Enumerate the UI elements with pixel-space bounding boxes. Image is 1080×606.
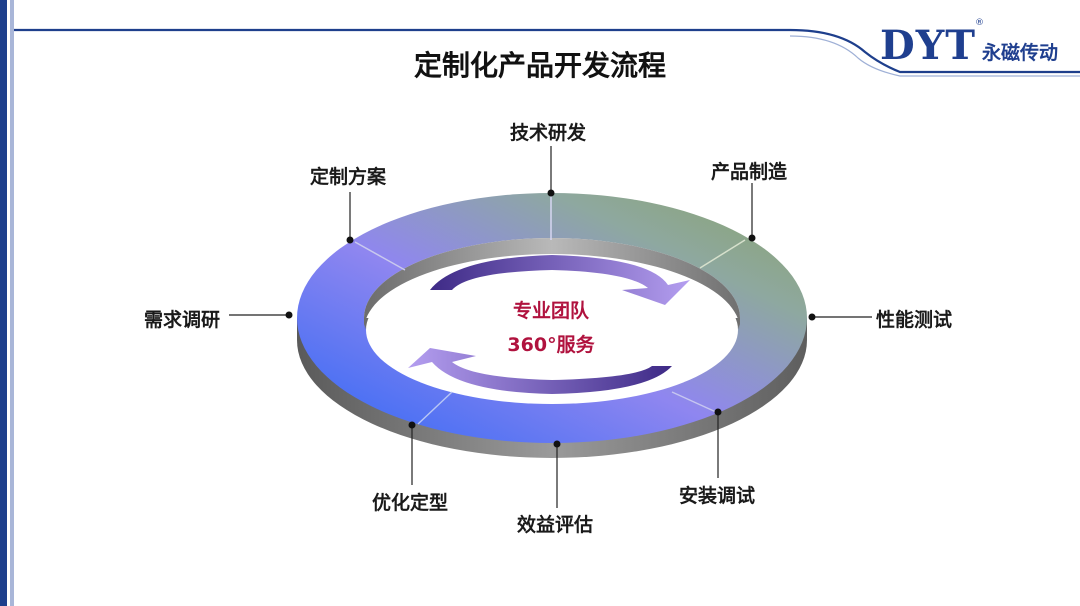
left-border-line bbox=[10, 0, 14, 606]
step-label-manufacturing: 产品制造 bbox=[711, 161, 788, 183]
step-dot-manufacturing bbox=[748, 234, 756, 242]
step-label-tech-rnd: 技术研发 bbox=[510, 122, 587, 144]
step-label-optimize: 优化定型 bbox=[372, 492, 449, 514]
step-label-custom-solution: 定制方案 bbox=[310, 166, 387, 188]
step-dot-optimize bbox=[408, 421, 416, 429]
header-line-thin bbox=[789, 35, 1080, 77]
left-border-bar bbox=[0, 0, 7, 606]
step-label-benefit-eval: 效益评估 bbox=[517, 514, 594, 536]
step-dot-custom-solution bbox=[346, 236, 354, 244]
brand-logo-mark: DYT bbox=[880, 22, 977, 69]
step-label-performance-test: 性能测试 bbox=[876, 309, 953, 331]
step-label-requirement-research: 需求调研 bbox=[144, 309, 221, 331]
cycle-arrow-top bbox=[430, 255, 690, 305]
center-text-line1: 专业团队 bbox=[512, 300, 589, 322]
ring-inner-wall bbox=[364, 238, 740, 330]
brand-registered-mark: ® bbox=[975, 18, 984, 28]
segment-divider bbox=[699, 239, 746, 269]
step-dot-tech-rnd bbox=[547, 189, 555, 197]
cycle-arrow-bottom bbox=[408, 348, 672, 394]
brand-name: 永磁传动 bbox=[982, 42, 1059, 64]
step-dot-performance-test bbox=[808, 313, 816, 321]
step-label-install-debug: 安装调试 bbox=[679, 485, 756, 507]
step-dot-install-debug bbox=[714, 408, 722, 416]
header-line bbox=[14, 28, 1080, 74]
segment-divider bbox=[417, 391, 453, 425]
page-title: 定制化产品开发流程 bbox=[413, 49, 666, 82]
center-text-line2: 360°服务 bbox=[507, 334, 595, 356]
segment-divider bbox=[354, 241, 406, 271]
step-dot-benefit-eval bbox=[553, 440, 561, 448]
step-dot-requirement-research bbox=[285, 311, 293, 319]
segment-divider bbox=[671, 391, 717, 413]
